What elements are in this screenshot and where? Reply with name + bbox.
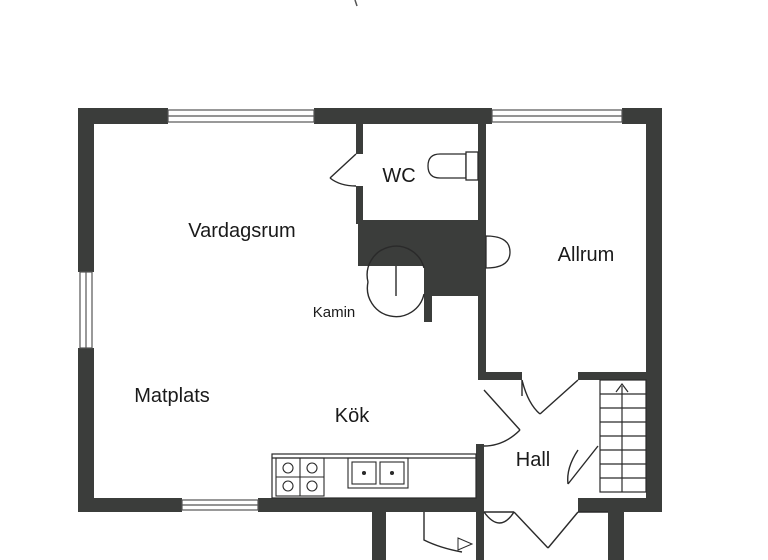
sink <box>347 457 409 489</box>
kitchen-counter <box>271 453 477 499</box>
room-label-wc: WC <box>382 165 415 187</box>
staircase <box>599 379 647 493</box>
top-crop-mark <box>354 0 358 7</box>
room-label-kok: Kök <box>335 405 370 427</box>
room-label-kamin: Kamin <box>313 304 356 321</box>
doors <box>329 153 599 553</box>
room-label-allrum: Allrum <box>558 244 615 266</box>
interior-walls <box>356 124 662 560</box>
toilet-fixture <box>427 151 479 181</box>
room-label-hall: Hall <box>516 449 550 471</box>
room-label-vardagsrum: Vardagsrum <box>188 220 295 242</box>
stove <box>275 457 325 497</box>
windows <box>79 109 623 511</box>
room-label-matplats: Matplats <box>134 385 210 407</box>
round-table <box>485 235 511 269</box>
outer-walls <box>78 108 662 512</box>
triangle-mark <box>457 537 474 551</box>
